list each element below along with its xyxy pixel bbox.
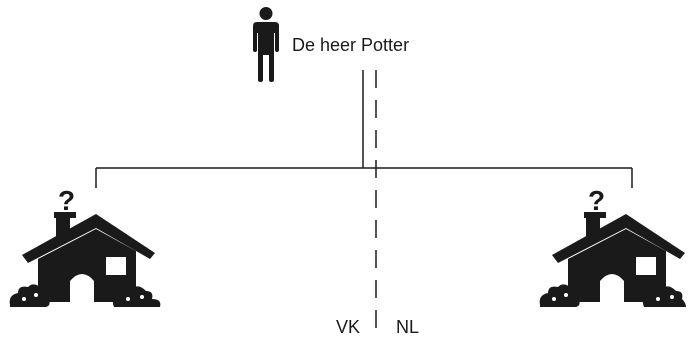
person-icon: [253, 7, 279, 82]
country-label-left: VK: [336, 317, 360, 337]
country-label-right: NL: [396, 317, 419, 337]
house-left-icon: ?: [9, 185, 161, 307]
smoke-question-mark: ?: [588, 185, 605, 216]
house-right-icon: ?: [539, 185, 686, 307]
smoke-question-mark: ?: [58, 185, 75, 216]
person-name: De heer Potter: [292, 35, 409, 55]
